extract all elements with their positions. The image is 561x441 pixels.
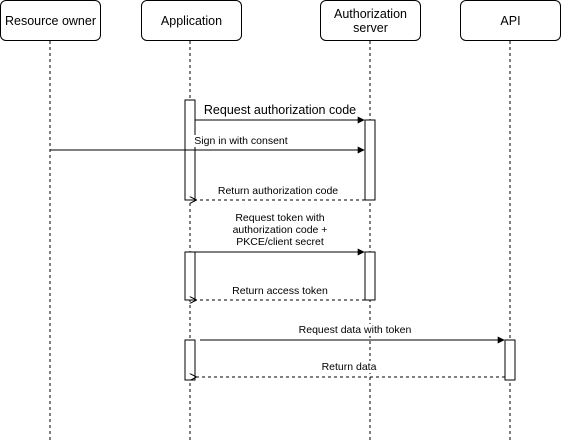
- activation-authorization-server-1: [364, 119, 376, 201]
- message-label-request-data-with-token: Request data with token: [298, 324, 412, 336]
- message-label-sign-in-with-consent: Sign in with consent: [194, 135, 288, 147]
- activation-authorization-server-2: [364, 251, 376, 301]
- participant-resource-owner-label: Resource owner: [4, 13, 96, 28]
- participant-authorization-server[interactable]: Authorization server: [320, 0, 421, 41]
- message-label-request-token: Request token with authorization code + …: [232, 212, 328, 248]
- participant-authorization-server-label: Authorization server: [334, 6, 407, 35]
- participant-api[interactable]: API: [460, 0, 561, 41]
- message-label-request-authorization-code: Request authorization code: [203, 103, 357, 117]
- message-label-return-access-token: Return access token: [232, 285, 328, 297]
- participant-resource-owner[interactable]: Resource owner: [0, 0, 101, 41]
- participant-application[interactable]: Application: [141, 0, 242, 41]
- participant-api-label: API: [500, 13, 521, 28]
- activation-api-1: [504, 339, 516, 381]
- participant-application-label: Application: [160, 13, 223, 28]
- activation-application-3: [184, 339, 196, 381]
- message-label-return-data: Return data: [321, 361, 377, 373]
- activation-application-2: [184, 251, 196, 301]
- message-label-return-authorization-code: Return authorization code: [217, 185, 339, 197]
